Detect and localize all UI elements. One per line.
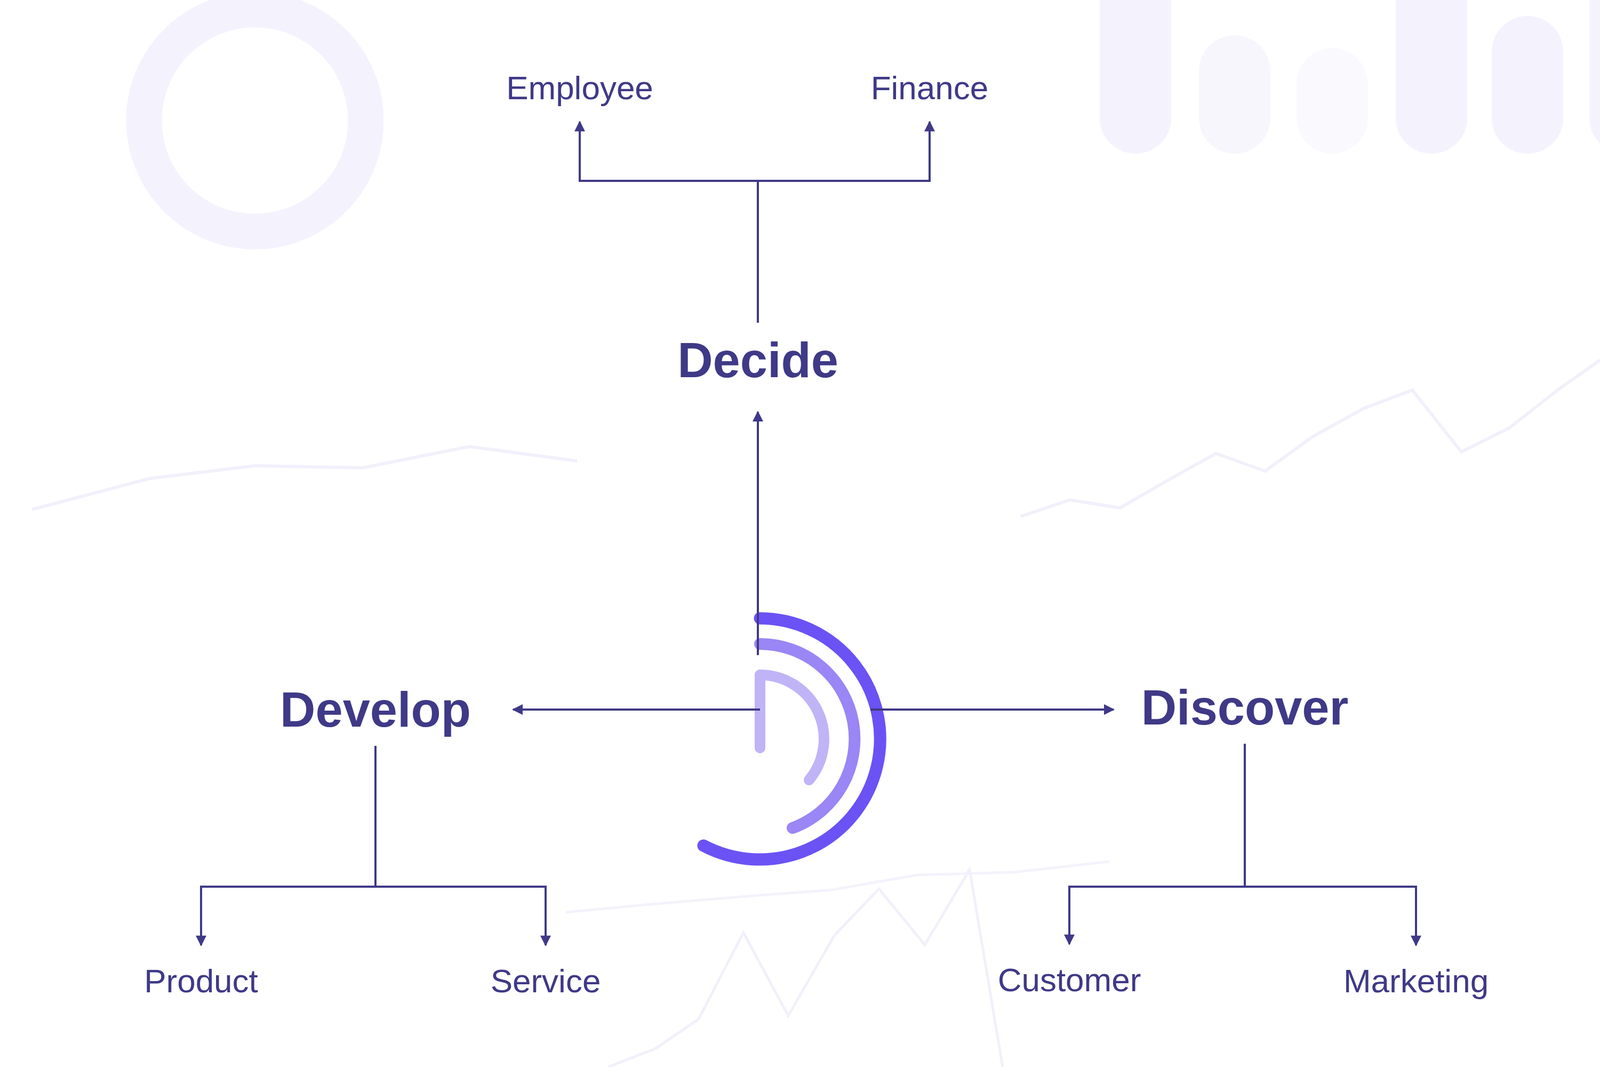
- stage-label: Develop: [280, 680, 471, 739]
- decor-bars: [1099, 0, 1600, 154]
- decor-bar: [1198, 35, 1271, 154]
- node-text: Marketing: [1343, 961, 1489, 1001]
- area-label: Employee: [506, 68, 654, 108]
- leader-arrow: [756, 411, 759, 655]
- node-text: Discover: [1141, 677, 1349, 737]
- node-text: Develop: [280, 680, 471, 739]
- leader-lines: [513, 411, 1114, 710]
- area-label: Service: [490, 961, 602, 1001]
- decor-bar: [1296, 48, 1368, 154]
- area-label: Finance: [870, 68, 989, 108]
- leader-arrow: [513, 708, 760, 711]
- decor: [32, 0, 1600, 1067]
- connector: [1244, 743, 1416, 946]
- node-text: Customer: [997, 960, 1142, 1000]
- connector: [579, 121, 758, 323]
- decor-ring: [144, 9, 366, 232]
- decor-line-chart: [1020, 360, 1600, 517]
- decor-line-chart: [608, 869, 1003, 1067]
- node-text: Employee: [506, 68, 654, 108]
- logo-bar: [754, 674, 766, 748]
- logo-arc-middle: [760, 643, 855, 828]
- decor-bar: [1395, 0, 1468, 154]
- area-label: Product: [144, 961, 259, 1001]
- decor-line-chart: [565, 861, 1110, 912]
- decor-bar: [1491, 16, 1564, 154]
- decor-line-chart: [32, 446, 578, 510]
- node-text: Product: [144, 961, 259, 1001]
- stage-label: Discover: [1141, 677, 1349, 737]
- decor-bar: [1589, 0, 1600, 154]
- leader-arrow: [870, 708, 1114, 711]
- decor-bar: [1099, 0, 1172, 154]
- stage-label: Decide: [677, 330, 839, 390]
- connector: [1069, 743, 1245, 944]
- logo-arc-outer: [703, 618, 880, 860]
- node-text: Decide: [677, 330, 839, 390]
- logo-arc-inner: [760, 674, 824, 780]
- connector: [375, 745, 546, 946]
- connector: [757, 121, 930, 323]
- node-text: Service: [490, 961, 602, 1001]
- area-label: Marketing: [1343, 961, 1489, 1001]
- area-label: Customer: [997, 960, 1142, 1000]
- connectors: [201, 121, 1416, 946]
- connector: [201, 745, 376, 946]
- node-text: Finance: [870, 68, 989, 108]
- logo: [703, 618, 880, 860]
